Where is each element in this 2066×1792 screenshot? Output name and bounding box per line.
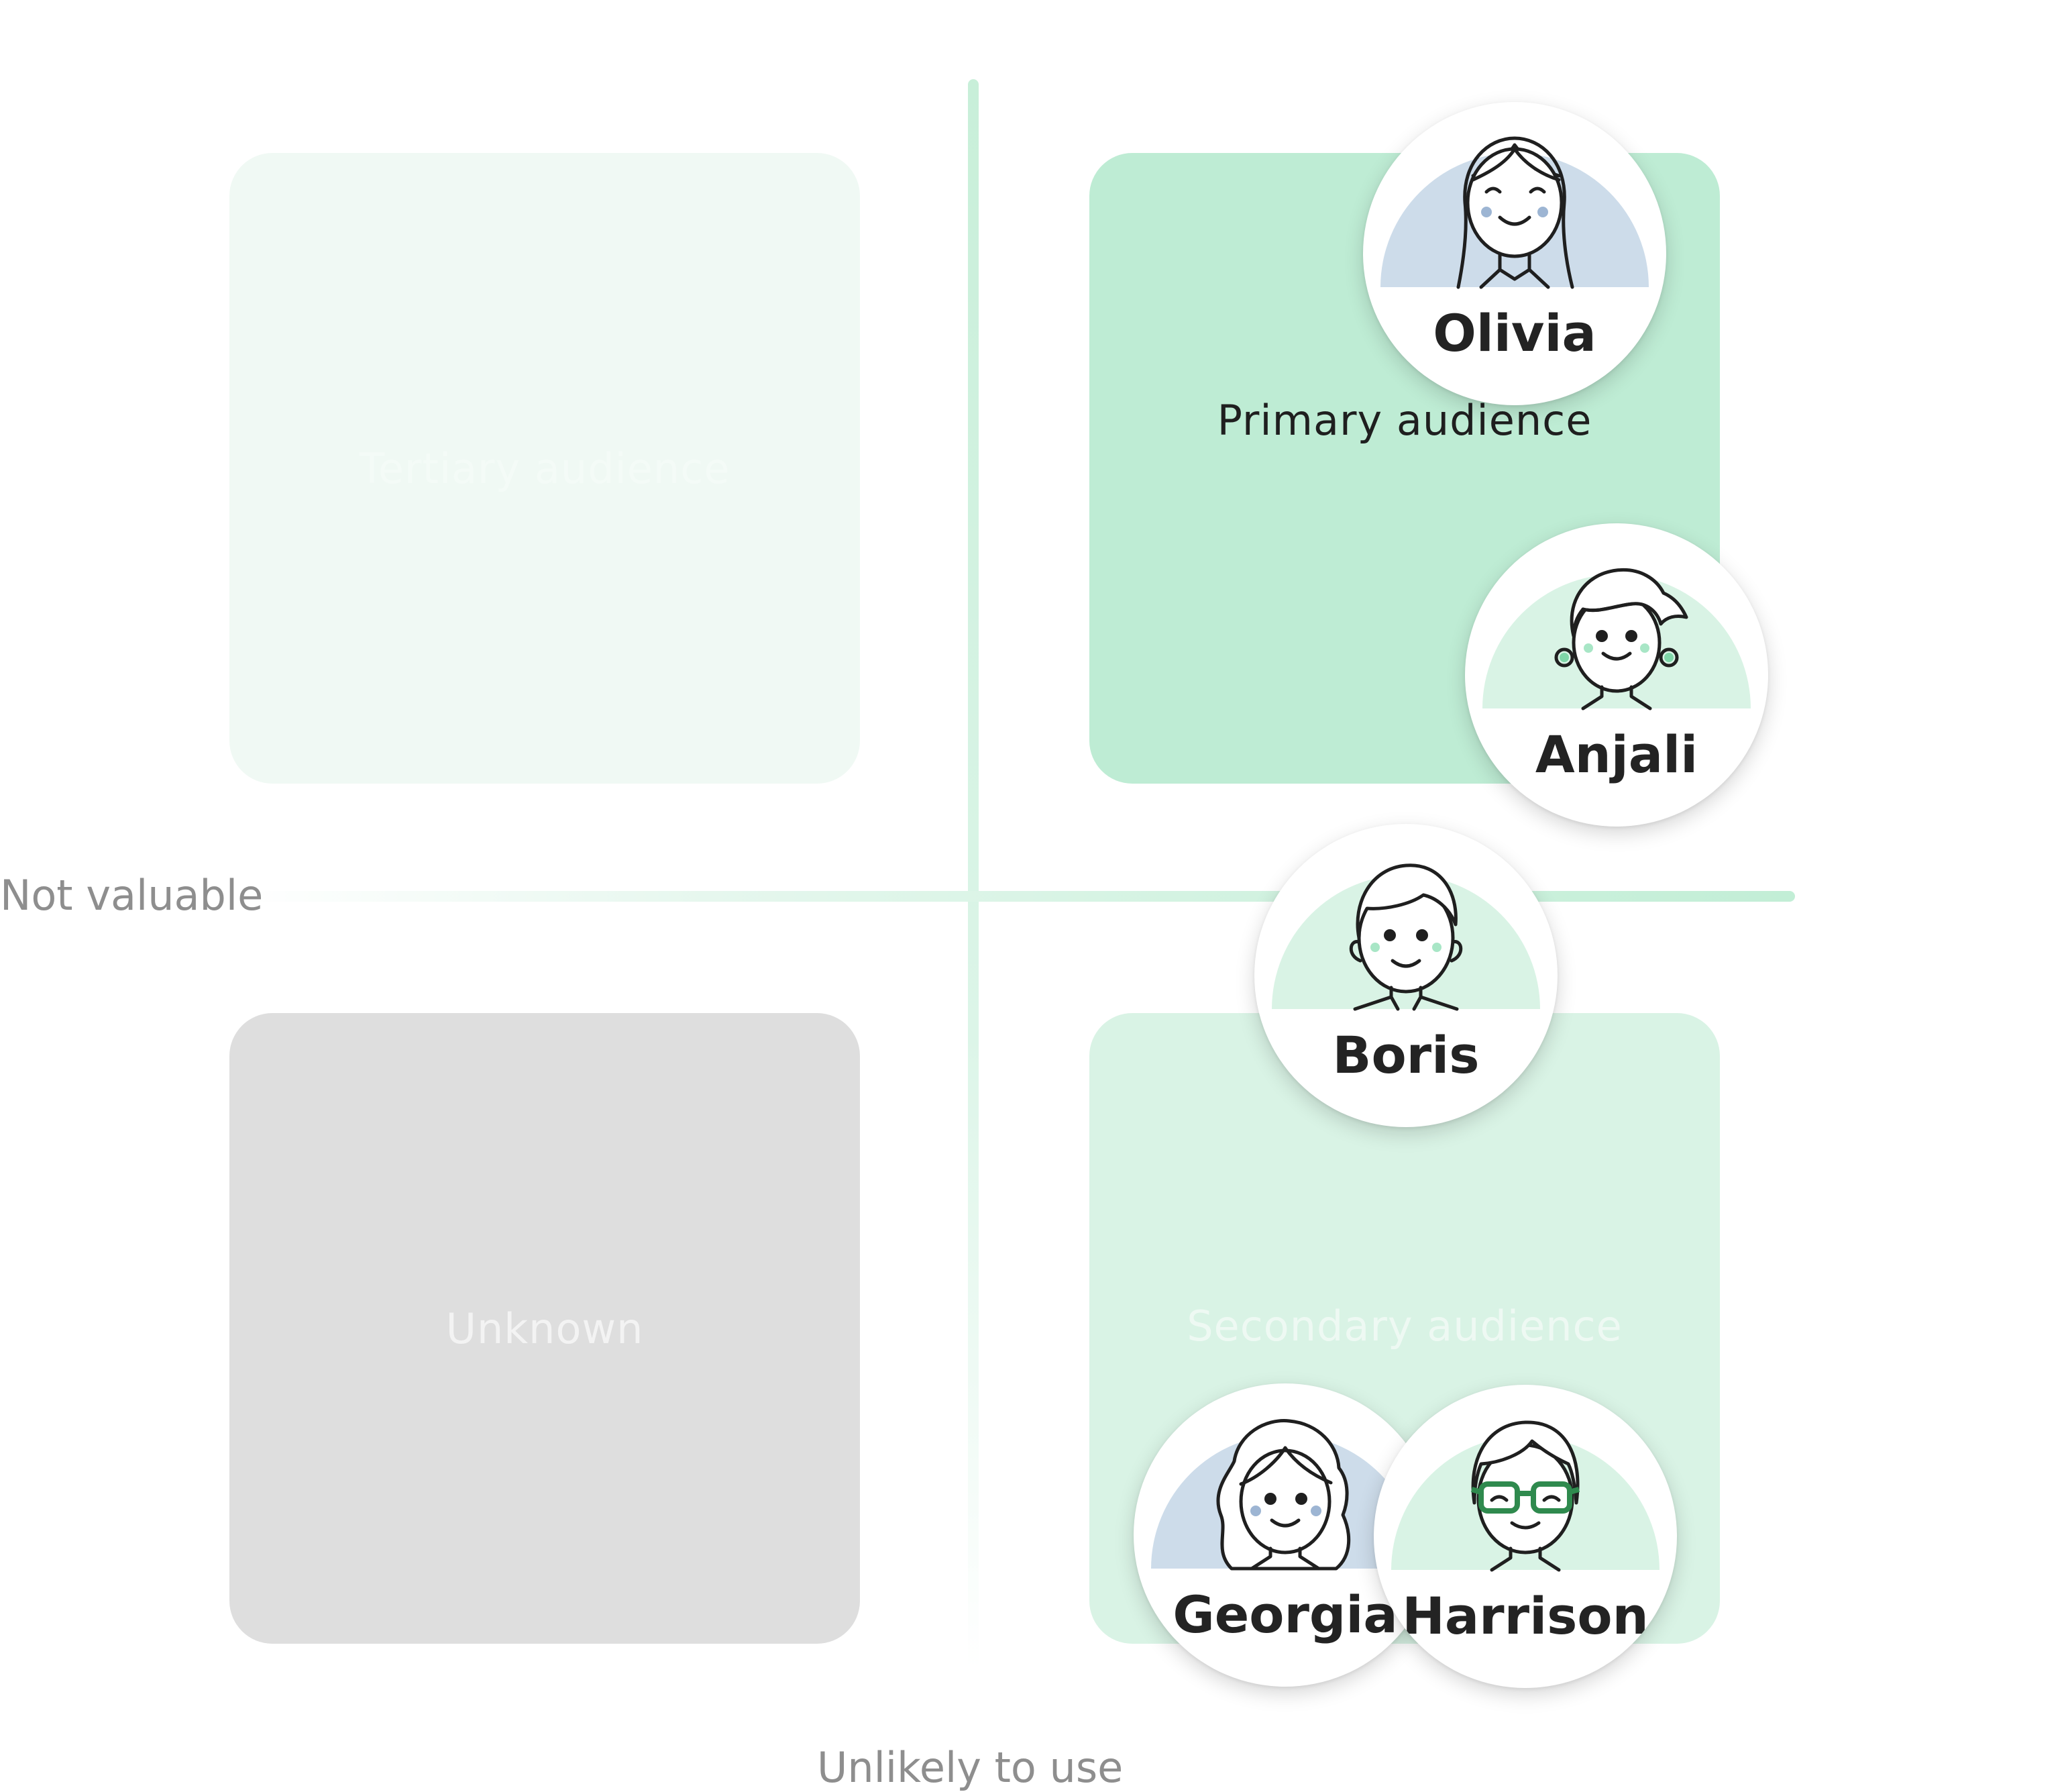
woman-curly-hair-icon [1151,1419,1419,1571]
persona-name: Boris [1332,1025,1480,1085]
persona-georgia[interactable]: Georgia [1134,1383,1437,1687]
persona-olivia[interactable]: Olivia [1363,102,1666,405]
quadrant-secondary-label: Secondary audience [1187,1301,1623,1351]
man-glasses-icon [1391,1420,1660,1572]
horizontal-axis [241,891,1795,902]
persona-anjali[interactable]: Anjali [1465,523,1768,827]
quadrant-unknown: Unknown [229,1013,860,1644]
persona-name: Harrison [1402,1586,1649,1646]
persona-boris[interactable]: Boris [1254,824,1558,1127]
man-short-hair-icon [1272,863,1540,1011]
persona-harrison[interactable]: Harrison [1374,1385,1677,1688]
quadrant-unknown-label: Unknown [445,1304,644,1353]
woman-earrings-icon [1482,568,1751,710]
vertical-axis [968,79,979,1669]
axis-label-unlikely-to-use: Unlikely to use [817,1743,1124,1792]
persona-name: Anjali [1535,725,1698,784]
persona-name: Georgia [1173,1585,1398,1644]
quadrant-tertiary-label: Tertiary audience [359,443,730,493]
woman-long-hair-icon [1380,136,1649,289]
axis-label-not-valuable: Not valuable [0,871,264,920]
quadrant-tertiary: Tertiary audience [229,153,860,784]
persona-name: Olivia [1433,303,1596,363]
